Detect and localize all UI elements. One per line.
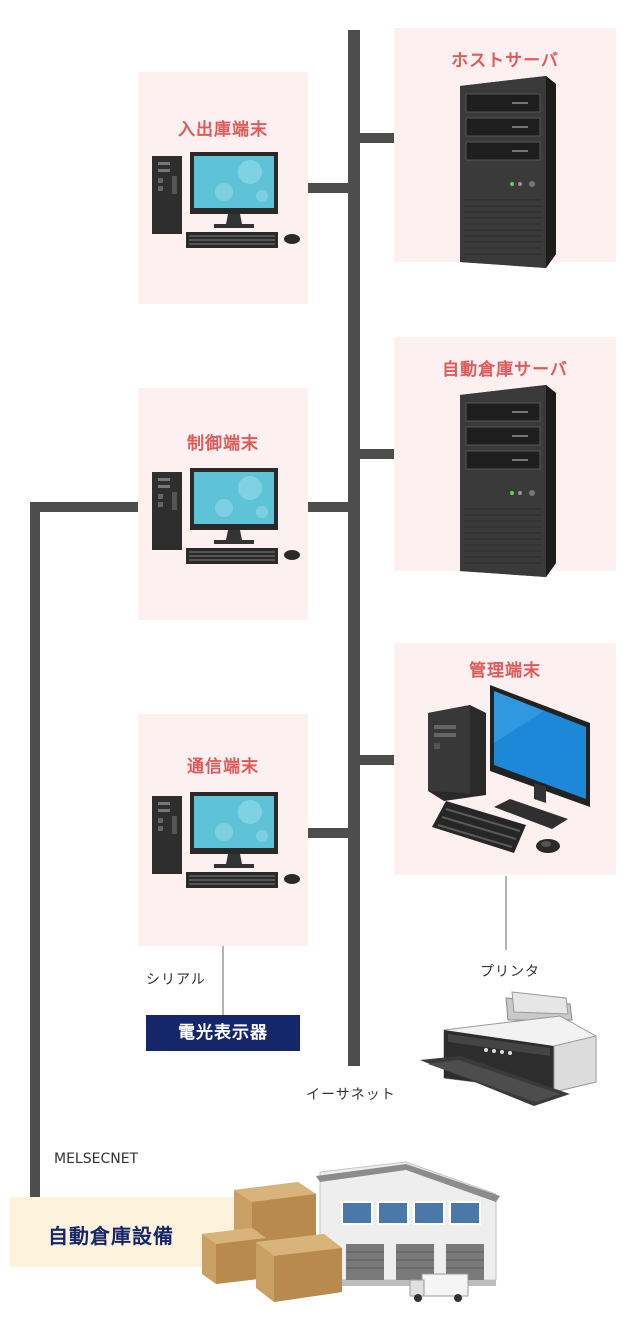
- warehouse-icon: [202, 1161, 500, 1302]
- nyushukko-panel: 入出庫端末: [138, 72, 308, 304]
- communication-panel: 通信端末: [138, 714, 308, 946]
- desktop-pc-icon: [152, 468, 300, 564]
- equipment-label: 自動倉庫設備: [48, 1224, 174, 1248]
- ethernet-label: イーサネット: [306, 1087, 396, 1103]
- printer-icon: [420, 991, 597, 1106]
- host-server-label: ホストサーバ: [451, 51, 559, 71]
- ethernet-backbone: [348, 30, 360, 1066]
- desktop-pc-icon: [428, 685, 590, 853]
- tower-server-icon: [460, 76, 556, 268]
- control-label: 制御端末: [187, 434, 259, 454]
- control-panel: 制御端末: [138, 388, 308, 620]
- communication-label: 通信端末: [187, 757, 259, 777]
- printer-label: プリンタ: [480, 964, 540, 980]
- link-communication: [308, 828, 348, 838]
- nyushukko-label: 入出庫端末: [178, 120, 268, 140]
- link-control: [308, 502, 348, 512]
- link-nyushukko: [308, 183, 348, 193]
- auto-wh-server-panel: 自動倉庫サーバ: [394, 337, 616, 577]
- led-display-sign: 電光表示器: [146, 1015, 300, 1051]
- desktop-pc-icon: [152, 792, 300, 888]
- melsecnet-label: MELSECNET: [54, 1151, 139, 1167]
- link-auto-wh-server: [360, 449, 394, 459]
- desktop-pc-icon: [152, 152, 300, 248]
- melsecnet-horizontal: [30, 502, 138, 512]
- link-management: [360, 755, 394, 765]
- auto-wh-server-label: 自動倉庫サーバ: [442, 360, 568, 380]
- melsecnet-vertical: [30, 502, 40, 1198]
- management-label: 管理端末: [469, 661, 541, 681]
- serial-line: [222, 946, 224, 1016]
- host-server-panel: ホストサーバ: [394, 28, 616, 268]
- printer-line: [505, 876, 507, 950]
- management-panel: 管理端末: [394, 643, 616, 875]
- tower-server-icon: [460, 385, 556, 577]
- serial-label: シリアル: [146, 972, 206, 988]
- link-host-server: [360, 133, 394, 143]
